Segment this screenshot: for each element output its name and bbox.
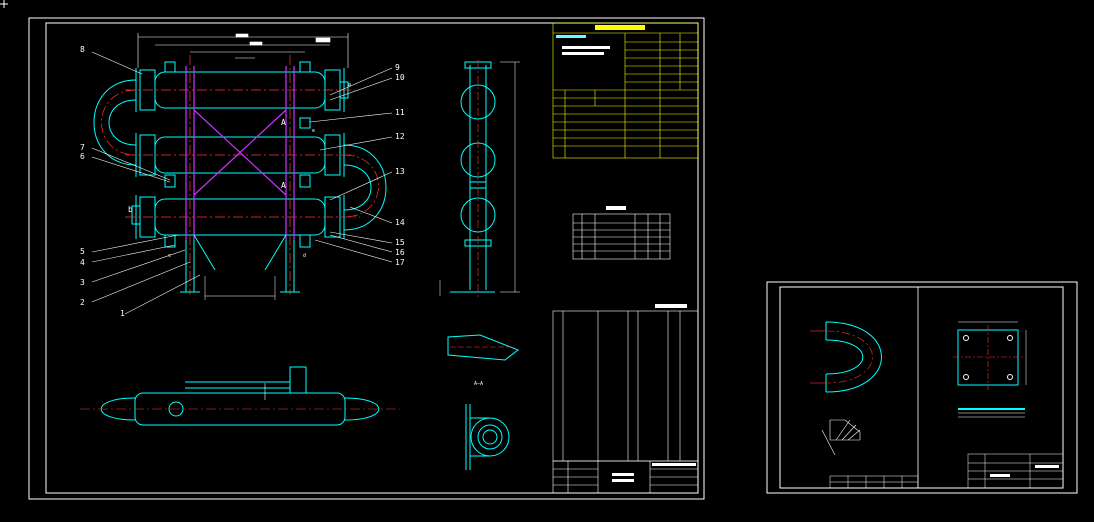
part-label-13: 13 <box>395 167 405 176</box>
section-marker-a-bottom: A <box>281 181 286 190</box>
support-plate-detail <box>953 321 1027 418</box>
sheet-2-bottom-table <box>829 475 919 489</box>
nozzle-label-e: e <box>312 128 315 134</box>
center-lines <box>101 55 379 295</box>
sheet-2-title-block <box>967 453 1064 489</box>
plan-view <box>80 366 400 426</box>
part-label-17: 17 <box>395 258 405 267</box>
section-caption: A—A <box>474 381 483 387</box>
left-u-bend <box>93 79 137 166</box>
part-label-15: 15 <box>395 238 405 247</box>
sheet-2 <box>766 281 1078 494</box>
side-view <box>439 60 520 298</box>
nozzle-detail <box>465 404 510 470</box>
part-label-6: 6 <box>80 152 85 161</box>
design-data-table <box>552 22 699 159</box>
parts-list-table <box>552 304 699 462</box>
support-legs <box>180 234 300 300</box>
part-label-4: 4 <box>80 258 85 267</box>
nozzle-label-b: b <box>128 205 133 214</box>
sheet-1-inner-border <box>45 22 699 494</box>
part-label-3: 3 <box>80 278 85 287</box>
part-label-7: 7 <box>80 143 85 152</box>
section-marker-a-top: A <box>281 118 286 127</box>
part-label-12: 12 <box>395 132 405 141</box>
dimension-lines-top <box>137 33 349 68</box>
part-label-11: 11 <box>395 108 405 117</box>
part-label-14: 14 <box>395 218 405 227</box>
part-label-5: 5 <box>80 247 85 256</box>
sheet-1: 8 7 6 b 5 4 3 2 1 9 10 11 12 13 14 15 16… <box>28 17 705 500</box>
section-a-a: A—A <box>447 334 520 387</box>
part-label-9: 9 <box>395 63 400 72</box>
front-view: 8 7 6 b 5 4 3 2 1 9 10 11 12 13 14 15 16… <box>80 33 405 318</box>
nozzle-label-a: a <box>348 82 351 88</box>
weld-detail <box>821 419 861 456</box>
part-label-1: 1 <box>120 309 125 318</box>
title-block <box>552 460 699 494</box>
part-label-8: 8 <box>80 45 85 54</box>
nozzle-label-d: d <box>303 253 306 259</box>
nozzle-label-c: c <box>168 253 171 259</box>
right-u-bend <box>343 144 387 231</box>
part-label-16: 16 <box>395 248 405 257</box>
sheet-2-outer-border <box>766 281 1078 494</box>
support-structure <box>185 66 295 240</box>
sheet-1-outer-border <box>28 17 705 500</box>
part-label-10: 10 <box>395 73 405 82</box>
sheet-2-inner-border <box>779 286 1064 489</box>
part-label-2: 2 <box>80 298 85 307</box>
nozzle-table <box>572 206 671 260</box>
leader-lines <box>91 51 393 315</box>
u-bend-detail <box>810 321 882 393</box>
crosshair-cursor-icon <box>0 0 8 8</box>
